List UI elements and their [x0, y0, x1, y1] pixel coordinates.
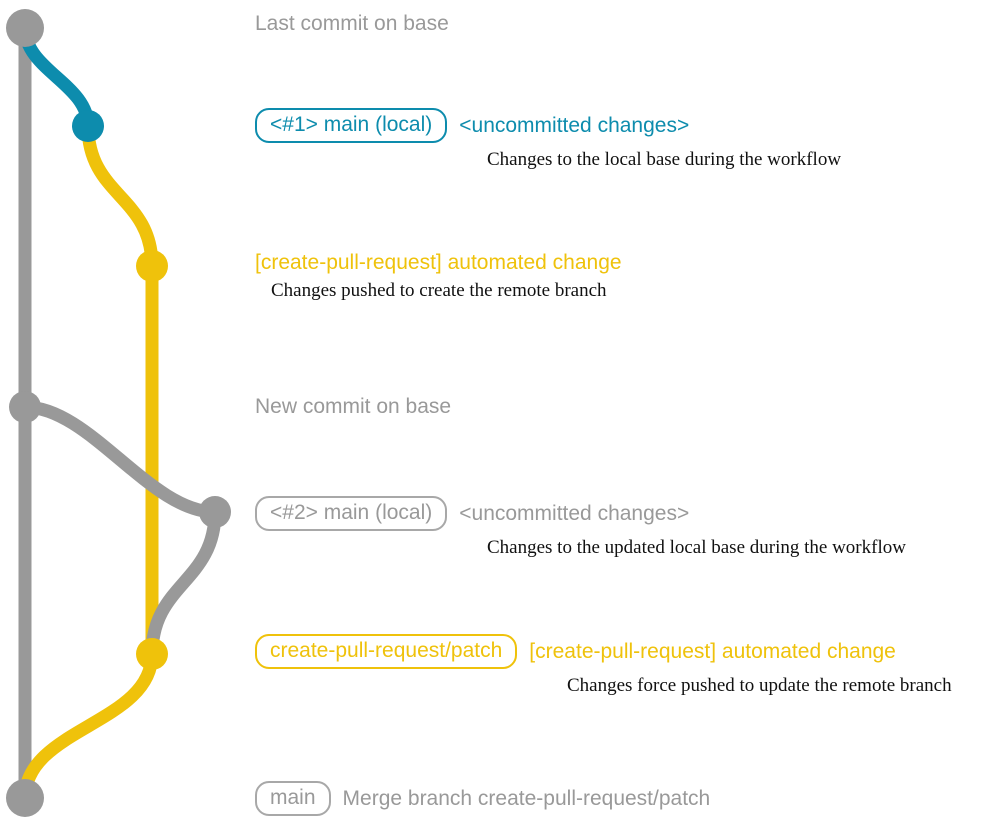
commit-node-local-2[interactable]: [199, 496, 231, 528]
commit-row-head: create-pull-request/patch [create-pull-r…: [255, 634, 896, 670]
commit-row-local-commit-1: <#1> main (local) <uncommitted changes> …: [255, 108, 841, 171]
commit-row-new-commit-on-base: New commit on base: [255, 395, 452, 418]
commit-node-patch-1[interactable]: [136, 250, 168, 282]
edge-local-1-to-patch-1: [81, 119, 159, 273]
commit-row-automated-change-2: create-pull-request/patch [create-pull-r…: [255, 634, 952, 697]
commit-description: Changes to the updated local base during…: [487, 537, 906, 559]
commit-node-base-head[interactable]: [6, 9, 44, 47]
commit-subject: <uncommitted changes>: [459, 113, 690, 137]
commit-row-local-commit-2: <#2> main (local) <uncommitted changes> …: [255, 496, 906, 559]
edge-local-2-to-patch-2: [145, 505, 222, 661]
commit-description: Changes force pushed to update the remot…: [567, 675, 952, 697]
commit-subject: [create-pull-request] automated change: [255, 251, 622, 274]
commit-row-last-commit-on-base: Last commit on base: [255, 12, 449, 35]
commit-description: Changes pushed to create the remote bran…: [271, 280, 607, 302]
commit-row-automated-change-1: [create-pull-request] automated change C…: [255, 251, 622, 302]
commit-row-head: New commit on base: [255, 395, 452, 418]
commit-node-patch-2[interactable]: [136, 638, 168, 670]
commit-subject: New commit on base: [255, 395, 452, 418]
branch-pill-main[interactable]: main: [255, 781, 331, 817]
branch-pill-create-pull-request-patch[interactable]: create-pull-request/patch: [255, 634, 518, 670]
commit-subject: [create-pull-request] automated change: [529, 639, 896, 663]
edge-base-new-to-local-2: [18, 400, 222, 519]
commit-node-local-1[interactable]: [72, 110, 104, 142]
commit-row-merge-commit: main Merge branch create-pull-request/pa…: [255, 781, 711, 817]
commit-description: Changes to the local base during the wor…: [487, 149, 842, 171]
commit-subject: <uncommitted changes>: [459, 501, 690, 525]
branch-pill-main-local-1[interactable]: <#1> main (local): [255, 108, 448, 144]
commit-row-head: <#2> main (local) <uncommitted changes>: [255, 496, 690, 532]
commit-row-head: [create-pull-request] automated change: [255, 251, 622, 274]
commit-node-merge[interactable]: [6, 779, 44, 817]
edge-patch-2-to-merge: [18, 647, 159, 805]
commit-subject: Last commit on base: [255, 12, 449, 35]
commit-row-head: Last commit on base: [255, 12, 449, 35]
commit-row-head: main Merge branch create-pull-request/pa…: [255, 781, 711, 817]
commit-node-base-new[interactable]: [9, 391, 41, 423]
commit-subject: Merge branch create-pull-request/patch: [342, 786, 711, 810]
commit-row-head: <#1> main (local) <uncommitted changes>: [255, 108, 690, 144]
branch-pill-main-local-2[interactable]: <#2> main (local): [255, 496, 448, 532]
